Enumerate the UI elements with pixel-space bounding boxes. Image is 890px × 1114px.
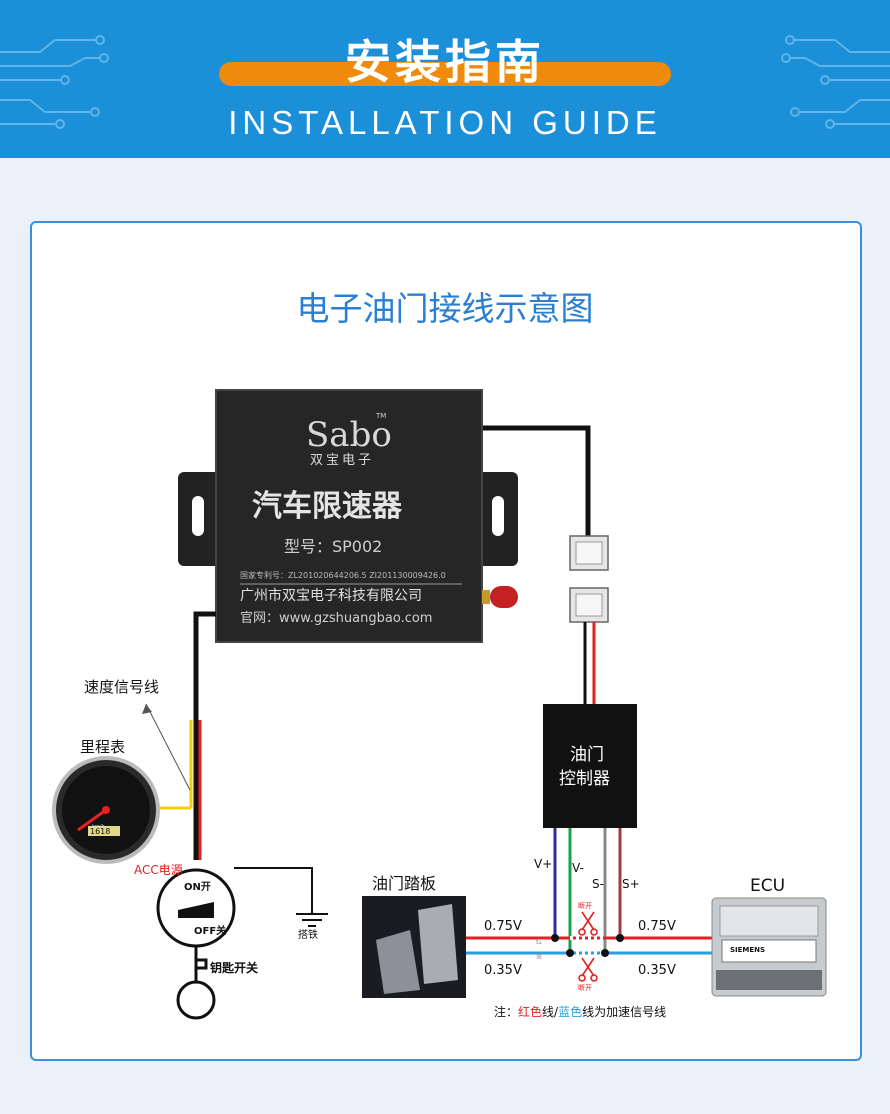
svg-text:断开: 断开 xyxy=(578,901,592,910)
acc-power-label: ACC电源 xyxy=(134,863,183,877)
controller-label: 油门控制器 xyxy=(559,745,610,789)
svg-text:1618: 1618 xyxy=(90,827,110,836)
patent-text: 国家专利号：ZL201020644206.5 ZI201130009426.0 xyxy=(240,570,446,580)
svg-text:S-: S- xyxy=(592,877,604,891)
page-title: 安装指南 xyxy=(345,35,545,89)
diagram-title: 电子油门接线示意图 xyxy=(296,289,594,328)
device-output-wire xyxy=(470,425,591,540)
speed-signal-label: 速度信号线 xyxy=(84,678,159,696)
svg-text:SIEMENS: SIEMENS xyxy=(730,946,765,954)
key-switch-label: 钥匙开关 xyxy=(210,960,258,975)
pedal-label: 油门踏板 xyxy=(372,874,436,893)
svg-text:0.35V: 0.35V xyxy=(638,963,676,978)
svg-text:S+: S+ xyxy=(622,877,640,891)
svg-text:0.35V: 0.35V xyxy=(484,963,522,978)
switch-on-label: ON开 xyxy=(184,881,211,893)
switch-off-label: OFF关 xyxy=(194,924,226,937)
ground-icon xyxy=(296,913,328,927)
brand-cn: 双宝电子 xyxy=(310,453,374,468)
svg-text:红: 红 xyxy=(536,938,542,946)
svg-text:V+: V+ xyxy=(534,857,552,871)
svg-text:km/h: km/h xyxy=(92,824,105,830)
throttle-controller-box xyxy=(543,704,637,828)
speedometer-icon xyxy=(52,756,160,864)
header-banner: 安装指南 INSTALLATION GUIDE xyxy=(0,0,890,158)
brand-logo: Sabo xyxy=(306,415,392,455)
antenna-icon xyxy=(482,586,518,608)
odometer-label: 里程表 xyxy=(80,738,125,756)
key-switch-icon xyxy=(156,868,236,1020)
circuit-decoration-icon xyxy=(0,35,890,129)
note-text: 注：红色线/蓝色线为加速信号线 xyxy=(494,1004,666,1019)
ground-wire xyxy=(234,867,313,914)
svg-text:蓝: 蓝 xyxy=(536,952,542,960)
svg-text:0.75V: 0.75V xyxy=(638,919,676,934)
scissors-icon xyxy=(578,957,598,982)
device-name: 汽车限速器 xyxy=(252,489,403,524)
svg-text:TM: TM xyxy=(375,412,386,420)
speed-limiter-device xyxy=(178,389,518,643)
ecu-label: ECU xyxy=(750,876,785,896)
scissors-icon xyxy=(578,911,598,936)
website-text: 官网：www.gzshuangbao.com xyxy=(240,610,432,626)
svg-text:0.75V: 0.75V xyxy=(484,919,522,934)
device-input-wire xyxy=(193,611,216,860)
company-name: 广州市双宝电子科技有限公司 xyxy=(240,587,422,604)
svg-text:V-: V- xyxy=(572,861,584,875)
svg-text:断开: 断开 xyxy=(578,983,592,992)
title-underline-bar xyxy=(219,62,671,86)
page-subtitle: INSTALLATION GUIDE xyxy=(228,104,662,141)
device-model: 型号：SP002 xyxy=(284,537,382,556)
ecu-image: SIEMENS xyxy=(711,897,827,997)
ground-label: 搭铁 xyxy=(298,928,318,941)
